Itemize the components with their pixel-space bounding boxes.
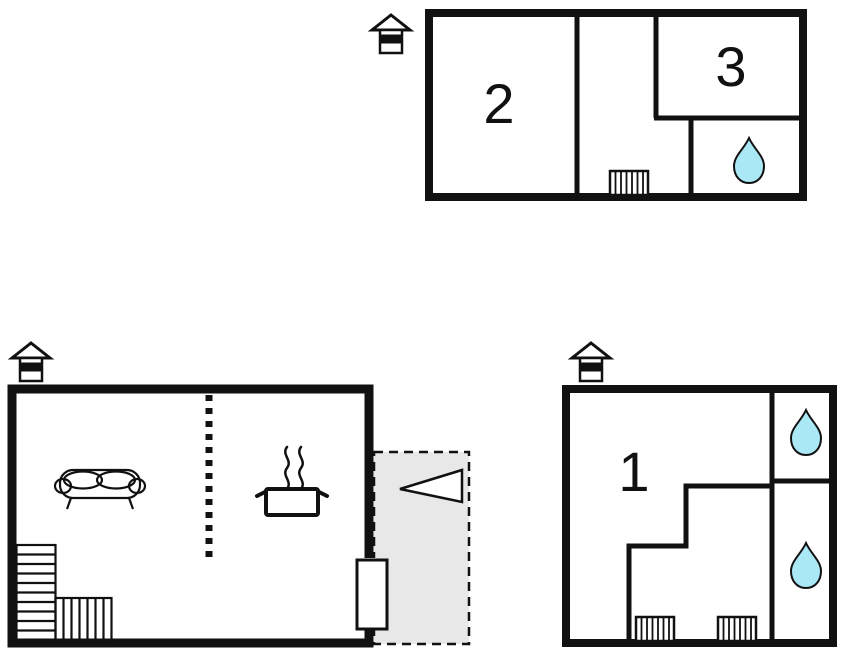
radiator-icon bbox=[608, 169, 650, 197]
upper-floor-plan: 2 3 bbox=[370, 9, 807, 201]
room-2-label: 2 bbox=[483, 72, 514, 135]
door-leaf bbox=[355, 558, 389, 631]
outer-wall bbox=[562, 385, 837, 647]
house-icon bbox=[370, 13, 412, 55]
house-icon bbox=[570, 341, 612, 383]
ground-floor-plan bbox=[7, 341, 471, 648]
radiator-icon bbox=[634, 615, 676, 643]
water-drop-icon bbox=[790, 409, 822, 456]
room-3-label: 3 bbox=[715, 35, 746, 98]
house-icon bbox=[10, 341, 52, 383]
water-drop-icon bbox=[790, 542, 822, 589]
terrace-arrow-icon bbox=[399, 468, 464, 504]
annex-floor-plan: 1 bbox=[562, 341, 837, 647]
steam-icon bbox=[284, 445, 290, 491]
steam-icon bbox=[298, 445, 304, 491]
stairs-icon bbox=[15, 543, 113, 643]
outer-wall bbox=[7, 384, 374, 648]
stove-pot-icon bbox=[264, 487, 320, 517]
radiator-icon bbox=[716, 615, 758, 643]
room-1-label: 1 bbox=[618, 440, 649, 503]
outer-wall bbox=[425, 9, 807, 201]
stove-icon bbox=[255, 445, 329, 517]
stepped-interior-wall bbox=[626, 483, 772, 641]
water-drop-icon bbox=[733, 137, 765, 184]
sofa-icon bbox=[53, 468, 147, 510]
